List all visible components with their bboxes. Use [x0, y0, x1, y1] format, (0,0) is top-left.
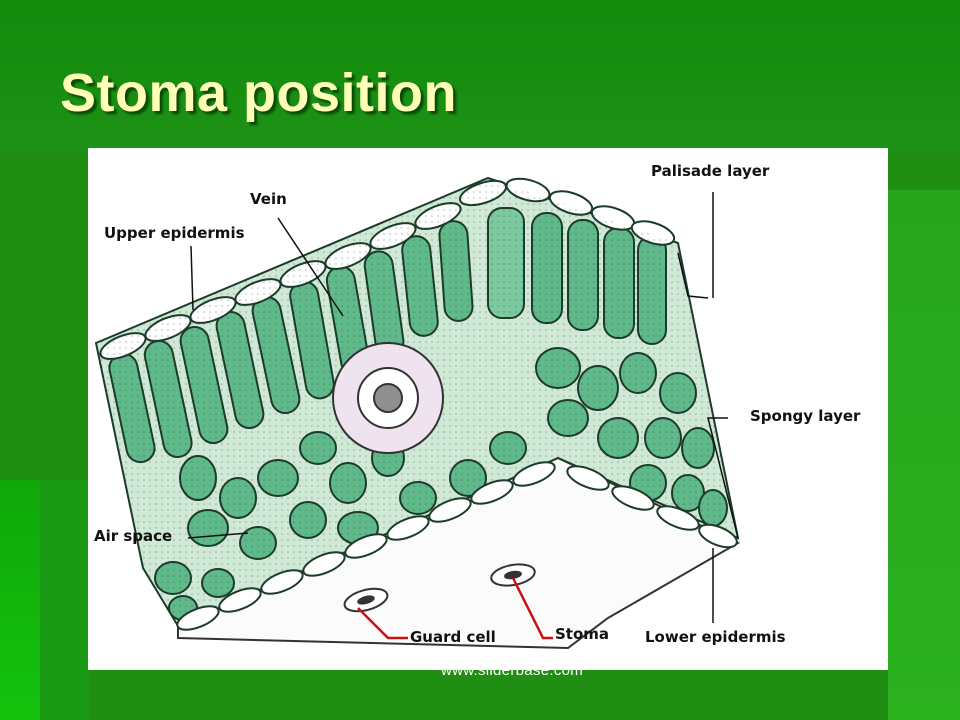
leader-lines	[187, 192, 739, 623]
lower-epidermis-cells	[176, 461, 738, 631]
slide-title: Stoma position	[60, 63, 457, 123]
label-guard-cell: Guard cell	[410, 628, 496, 646]
red-pointers	[357, 577, 553, 640]
label-spongy-layer: Spongy layer	[750, 407, 861, 425]
stomata	[343, 563, 536, 613]
leaf-illustration	[94, 176, 741, 650]
label-air-space: Air space	[94, 527, 173, 545]
footer-url: www.sliderbase.com	[440, 662, 584, 679]
decor-block-right	[888, 190, 960, 720]
label-stoma: Stoma	[555, 625, 610, 643]
leaf-cross-section-diagram: Palisade layer Vein Upper epidermis Spon…	[88, 148, 888, 670]
label-vein: Vein	[250, 190, 287, 208]
label-upper-epidermis: Upper epidermis	[104, 224, 245, 242]
vein-bundle	[332, 342, 444, 454]
title-band	[0, 0, 960, 150]
decor-block-left-inner	[40, 480, 90, 720]
label-palisade-layer: Palisade layer	[651, 162, 770, 180]
decor-block-left	[0, 480, 40, 720]
label-lower-epidermis: Lower epidermis	[645, 628, 786, 646]
